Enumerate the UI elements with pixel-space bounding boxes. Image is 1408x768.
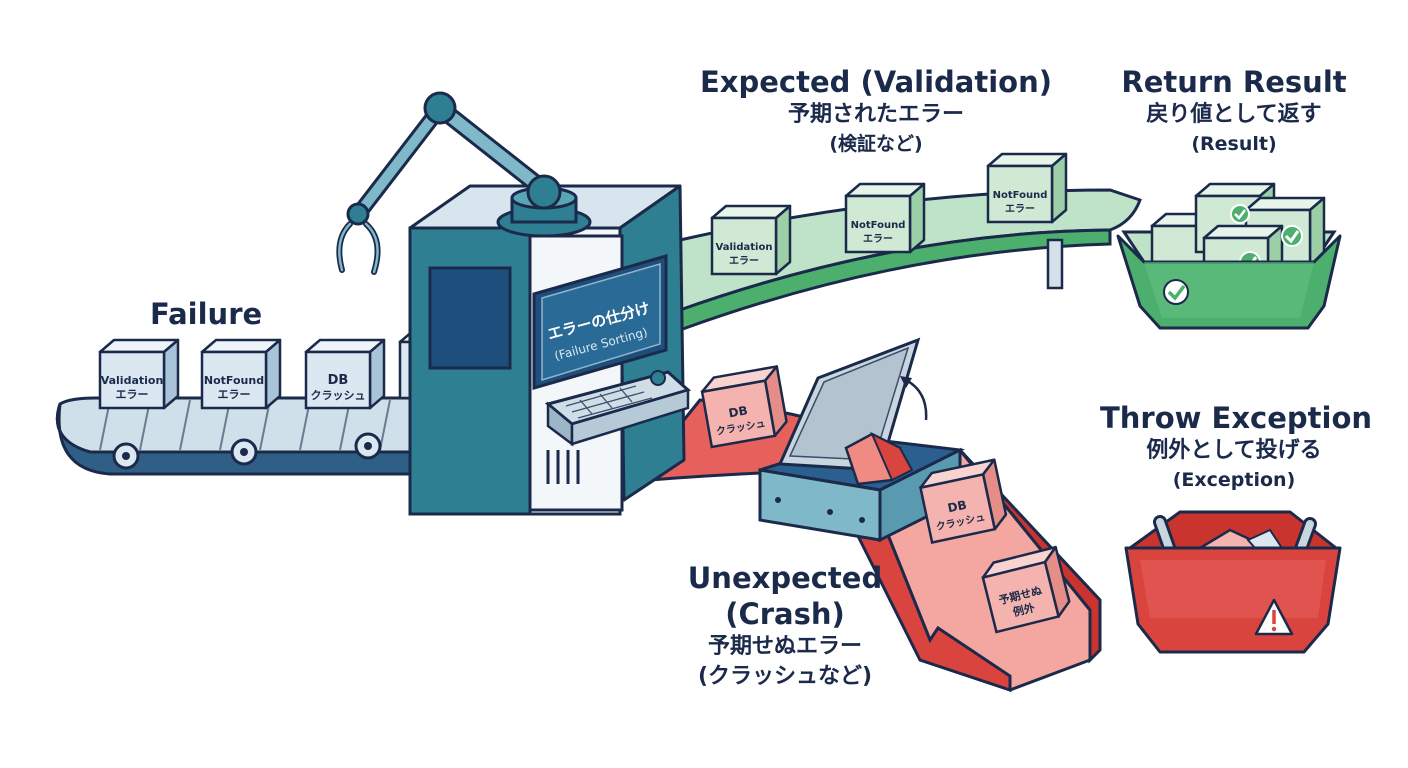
svg-text:エラー: エラー (729, 255, 759, 267)
svg-text:DB: DB (946, 498, 968, 516)
svg-text:DB: DB (328, 373, 349, 388)
return-title: Return Result (1121, 65, 1347, 99)
result-basket (1116, 182, 1342, 330)
unexpected-paren: (クラッシュなど) (697, 664, 873, 689)
return-result-label: Return Result 戻り値として返す (Result) (1106, 64, 1362, 158)
unexpected-title-2: (Crash) (725, 597, 845, 631)
throw-exception-label: Throw Exception 例外として投げる (Exception) (1100, 400, 1373, 494)
svg-text:エラー: エラー (1005, 203, 1035, 215)
throw-jp: 例外として投げる (1146, 438, 1322, 463)
throw-title: Throw Exception (1100, 401, 1373, 435)
check-icon (1163, 279, 1189, 305)
chute-box-db: DB クラッシュ (916, 458, 1010, 544)
svg-text:Validation: Validation (716, 242, 773, 253)
svg-text:DB: DB (727, 403, 748, 420)
expected-paren: (検証など) (829, 133, 923, 155)
svg-text:クラッシュ: クラッシュ (311, 389, 366, 402)
input-box-validation: Validation エラー (98, 338, 180, 410)
trapdoor-bin (758, 337, 966, 543)
expected-title: Expected (Validation) (699, 65, 1053, 99)
expected-box-notfound-2: NotFound エラー (986, 152, 1068, 224)
return-arrow-icon (900, 376, 928, 421)
svg-text:例外: 例外 (1012, 600, 1037, 619)
expected-jp: 予期されたエラー (787, 102, 964, 127)
svg-text:NotFound: NotFound (851, 220, 906, 231)
expected-label: Expected (Validation) 予期されたエラー (検証など) (696, 64, 1056, 158)
warning-icon (1254, 598, 1294, 636)
svg-text:NotFound: NotFound (204, 374, 264, 387)
exception-bin (1124, 510, 1342, 654)
machine-screen: エラーの仕分け (Failure Sorting) (532, 254, 668, 390)
robot-arm-icon (336, 91, 592, 275)
input-box-notfound: NotFound エラー (200, 338, 282, 410)
return-jp: 戻り値として返す (1146, 102, 1322, 127)
expected-box-validation: Validation エラー (710, 204, 792, 276)
unexpected-jp: 予期せぬエラー (707, 634, 862, 659)
input-box-db: DB クラッシュ (304, 338, 386, 410)
return-paren: (Result) (1191, 133, 1277, 155)
svg-text:エラー: エラー (218, 388, 251, 401)
falling-box-db: DB クラッシュ (698, 365, 790, 449)
svg-text:エラー: エラー (863, 233, 893, 245)
failure-label: Failure (150, 297, 263, 331)
throw-paren: (Exception) (1172, 469, 1296, 491)
crushed-box (844, 431, 914, 486)
svg-text:エラー: エラー (116, 388, 149, 401)
unexpected-title-1: Unexpected (687, 561, 883, 595)
svg-text:NotFound: NotFound (993, 190, 1048, 201)
machine-keyboard (544, 370, 692, 447)
expected-box-notfound-1: NotFound エラー (844, 182, 926, 254)
sorting-machine: エラーの仕分け (Failure Sorting) (336, 91, 692, 516)
box-label-validation: Validation (101, 374, 164, 387)
unexpected-label: Unexpected (Crash) 予期せぬエラー (クラッシュなど) (670, 560, 900, 692)
chute-box-unexpected: 予期せぬ 例外 (978, 545, 1074, 634)
